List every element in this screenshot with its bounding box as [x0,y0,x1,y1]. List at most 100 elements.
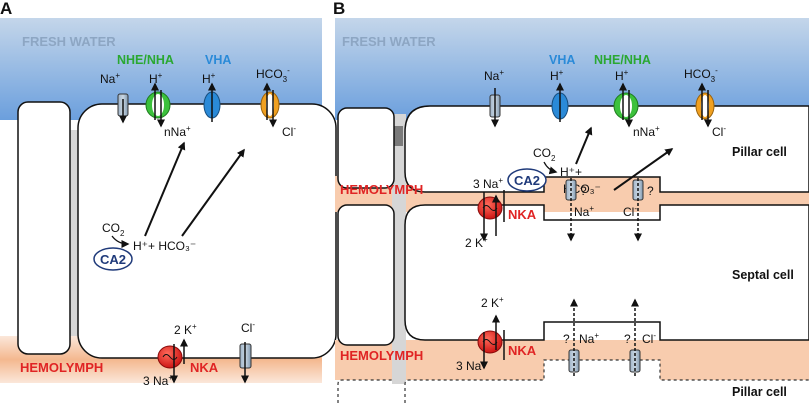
h-charge: + [158,71,163,80]
na-charge-b: + [499,68,504,77]
fresh-water-region-b [335,18,809,120]
na-label-b: Na [484,69,500,83]
svg-text:3 Na+: 3 Na+ [473,176,503,191]
cl-hco3-exchanger-a: HCO3- Cl- [256,66,296,139]
septal-cell-label: Septal cell [732,268,794,282]
hco3-sub-b: 3 [711,75,716,84]
neighbor-septal-b [337,204,395,346]
hco3-charge-b: - [715,66,718,75]
svg-text:HCO3-: HCO3- [684,66,718,84]
svg-text:Cl-: Cl- [241,320,255,335]
na3-upper-label: Na [483,177,499,191]
vha-h-charge: + [211,71,216,80]
nka-label-upper-b: NKA [508,207,537,222]
nka-pump-lower-b: 2 K+ 3 Na+ NKA [456,295,537,373]
unknown-na-channel-upper-b: ? Na+ [565,178,594,242]
neighbor-pillar-lower-b [337,379,392,403]
co2-sub: 2 [120,229,125,238]
na3-count: 3 [143,374,153,388]
nka-label-lower-b: NKA [508,343,537,358]
k2-lower-count: 2 [481,296,491,310]
k2-upper-label: K [475,236,483,250]
svg-text:2 K+: 2 K+ [465,235,488,250]
nna-label: nNa [164,125,186,139]
vha-pump-a: H+ [202,71,221,122]
septal-cell-b [404,204,809,341]
unknown-mark-4: ? [624,332,631,346]
svg-text:Cl-: Cl- [712,124,726,139]
svg-text:Cl-: Cl- [642,331,656,346]
nhe-nha-exchanger-a: H+ nNa+ [145,71,191,139]
ca2-reaction-b: CA2 CO2 H⁺+ HCO₃⁻ [507,126,674,196]
neighbor-pillar-b [337,107,395,189]
svg-text:CO2: CO2 [533,146,556,163]
fresh-water-label-b: FRESH WATER [342,34,436,49]
hco3-label-b: HCO [684,67,711,81]
vha-pump-b: H+ [550,68,569,122]
svg-text:H+: H+ [615,68,629,83]
hemolymph-label-b-lower: HEMOLYMPH [340,348,423,363]
ca2-label-a: CA2 [100,252,126,267]
cl-channel-a: Cl- [239,320,255,384]
svg-text:Na+: Na+ [484,68,504,83]
pillar-cell-label-top: Pillar cell [732,145,787,159]
nka-pump-upper-b: 3 Na+ 2 K+ NKA [465,176,537,250]
hco3-label: HCO [256,67,283,81]
svg-text:H+: H+ [149,71,163,86]
na-lower-charge-b: + [594,331,599,340]
nna-charge-b: + [655,124,660,133]
k2-lower-label: K [491,296,499,310]
svg-text:3 Na+: 3 Na+ [143,373,173,388]
cl-upper-charge-b: - [634,204,637,213]
k2-upper-count: 2 [465,236,475,250]
co2-sub-b: 2 [551,154,556,163]
unknown-mark-1: ? [580,184,587,198]
k2-upper-charge: + [483,235,488,244]
svg-text:Na+: Na+ [579,331,599,346]
na-charge: + [115,71,120,80]
unknown-cl-channel-upper-b: ? Cl- [623,178,654,242]
ca2-label-b: CA2 [514,173,540,188]
septate-junction-b [393,126,403,146]
nna-label-b: nNa [633,125,655,139]
nhe-nha-exchanger-b: H+ nNa+ [613,68,660,139]
svg-text:nNa+: nNa+ [164,124,191,139]
svg-text:Cl-: Cl- [623,204,637,219]
cl-charge-b: - [723,124,726,133]
svg-text:Cl-: Cl- [282,124,296,139]
fresh-water-label-a: FRESH WATER [22,34,116,49]
svg-text:2 K+: 2 K+ [174,322,197,337]
h-hco3-products-a: H⁺+ HCO₃⁻ [133,239,196,253]
unknown-mark-2: ? [647,184,654,198]
nhe-h-label-b: H [615,69,624,83]
svg-text:CO2: CO2 [102,221,125,238]
vha-h-label: H [202,72,211,86]
cl-b-charge: - [252,320,255,329]
h-plus-label-b: H⁺+ [560,165,582,179]
panel-label-a: A [0,0,12,18]
hemolymph-label-a: HEMOLYMPH [20,360,103,375]
unknown-na-channel-lower-b: ? Na+ [563,298,599,376]
junction-a [68,130,80,336]
hemolymph-label-b-upper: HEMOLYMPH [340,182,423,197]
cl-lower-label-b: Cl [642,332,653,346]
svg-text:HCO3-: HCO3- [256,66,290,84]
panel-a: A FRESH WATER HEMOLYMPH NHE/NHA VHA Na+ … [0,0,337,388]
co2-label: CO [102,221,120,235]
na3-label: Na [153,374,169,388]
nka-label-a: NKA [190,360,219,375]
nna-charge: + [186,124,191,133]
na3-lower-charge: + [481,358,486,367]
cl-label-b: Cl [712,125,723,139]
k-count: 2 [174,323,184,337]
junction-b [392,114,406,384]
vha-h-charge-b: + [559,68,564,77]
nhe-label-b: NHE/NHA [594,53,651,67]
vha-label-a: VHA [205,53,231,67]
na-channel-b: Na+ [484,68,504,128]
pillar-cell-label-bottom: Pillar cell [732,385,787,399]
pillar-cell-top-b [404,105,809,193]
cl-b-label: Cl [241,321,252,335]
